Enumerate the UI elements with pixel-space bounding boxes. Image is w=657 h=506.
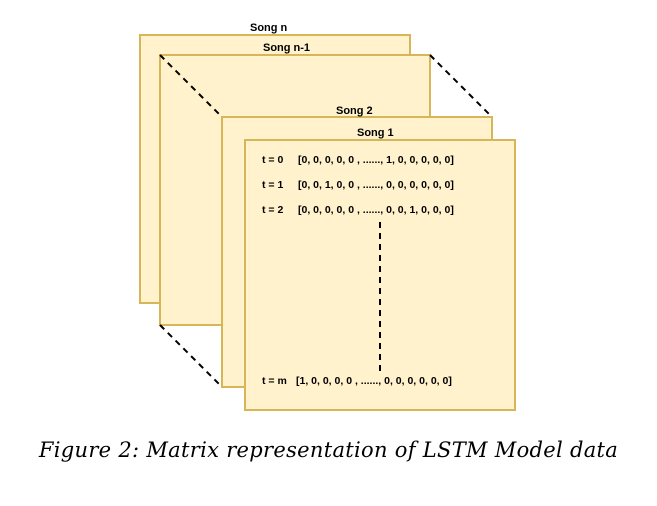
song-2-label: Song 2	[336, 105, 373, 117]
matrix-diagram: Song n Song n-1 Song 2 Song 1 t = 0 [0, …	[139, 22, 516, 411]
figure-caption: Figure 2: Matrix representation of LSTM …	[38, 438, 619, 462]
song-n-1-label: Song n-1	[263, 42, 310, 54]
row-t0-vector: [0, 0, 0, 0, 0 , ......, 1, 0, 0, 0, 0, …	[298, 154, 454, 166]
row-t2-vector: [0, 0, 0, 0, 0 , ......, 0, 0, 1, 0, 0, …	[298, 204, 454, 216]
row-t0-label: t = 0	[262, 154, 283, 166]
row-t1-vector: [0, 0, 1, 0, 0 , ......, 0, 0, 0, 0, 0, …	[298, 179, 454, 191]
row-t2-label: t = 2	[262, 204, 283, 216]
connector-bottom-left	[159, 324, 223, 388]
song-1-label: Song 1	[357, 127, 394, 139]
song-n-label: Song n	[250, 22, 288, 34]
row-t1-label: t = 1	[262, 179, 283, 191]
row-tm-vector: [1, 0, 0, 0, 0 , ......, 0, 0, 0, 0, 0, …	[296, 375, 452, 387]
connector-top-left	[159, 54, 223, 118]
row-tm-label: t = m	[262, 375, 287, 387]
connector-top-right	[429, 54, 493, 118]
